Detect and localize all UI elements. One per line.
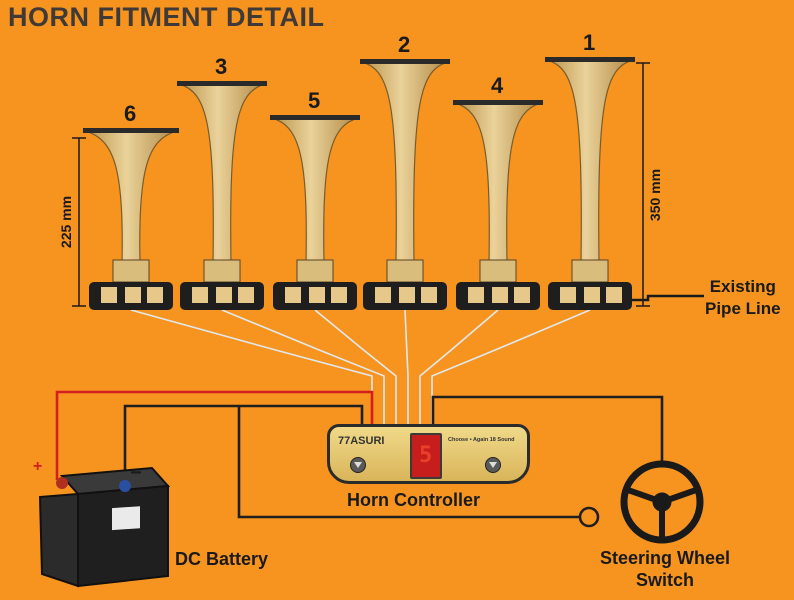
horn-controller: 77ASURI 5 Choose • Again 18 Sound — [327, 424, 530, 484]
pipe-line-3 — [221, 309, 385, 426]
horn-1 — [545, 57, 635, 310]
pipe-line-4 — [419, 309, 499, 426]
battery — [38, 466, 171, 588]
horn-number-4: 4 — [491, 73, 504, 98]
horn-6 — [83, 128, 179, 310]
horn-number-3: 3 — [215, 54, 228, 79]
existing-pipe-label: Existing Pipe Line — [705, 277, 781, 318]
horn-number-5: 5 — [308, 88, 321, 113]
controller-panel-text: Choose • Again 18 Sound — [448, 437, 515, 443]
switch-terminal — [578, 506, 600, 528]
horn-controller-label: Horn Controller — [347, 490, 480, 510]
horn-2 — [360, 59, 450, 310]
controller-brand: 77ASURI — [338, 435, 385, 447]
horn-5 — [270, 115, 360, 310]
dimension-225 — [72, 137, 86, 307]
controller-display: 5 — [410, 433, 442, 479]
wiring — [55, 390, 664, 519]
horn-number-1: 1 — [583, 30, 596, 55]
pipe-line-5 — [314, 309, 397, 426]
horn-3 — [177, 81, 267, 310]
horn-4 — [453, 100, 543, 310]
horn-number-2: 2 — [398, 32, 411, 57]
controller-right-button — [485, 457, 501, 473]
diagram-title: HORN FITMENT DETAIL — [8, 2, 325, 32]
horn-set — [83, 57, 635, 310]
pipe-line-1 — [431, 309, 591, 426]
air-pipe-lines — [130, 309, 591, 426]
minus-sign: − — [130, 462, 142, 484]
switch-wire — [431, 395, 664, 462]
dimension-350-label: 350 mm — [647, 169, 663, 221]
controller-display-digit: 5 — [419, 443, 433, 468]
dimension-350 — [636, 62, 650, 307]
controller-left-button — [350, 457, 366, 473]
positive-wire — [55, 390, 374, 480]
horn-number-6: 6 — [124, 101, 137, 126]
steering-switch-label: Steering Wheel Switch — [599, 548, 731, 590]
existing-pipe-pointer — [632, 294, 704, 302]
dc-battery-label: DC Battery — [175, 549, 269, 569]
steering-wheel-icon — [620, 460, 704, 544]
ground-wire-branch — [237, 406, 580, 519]
pipe-line-2 — [404, 309, 409, 426]
plus-sign: + — [33, 458, 43, 475]
ground-wire-main — [123, 404, 364, 488]
dimension-225-label: 225 mm — [58, 196, 74, 248]
